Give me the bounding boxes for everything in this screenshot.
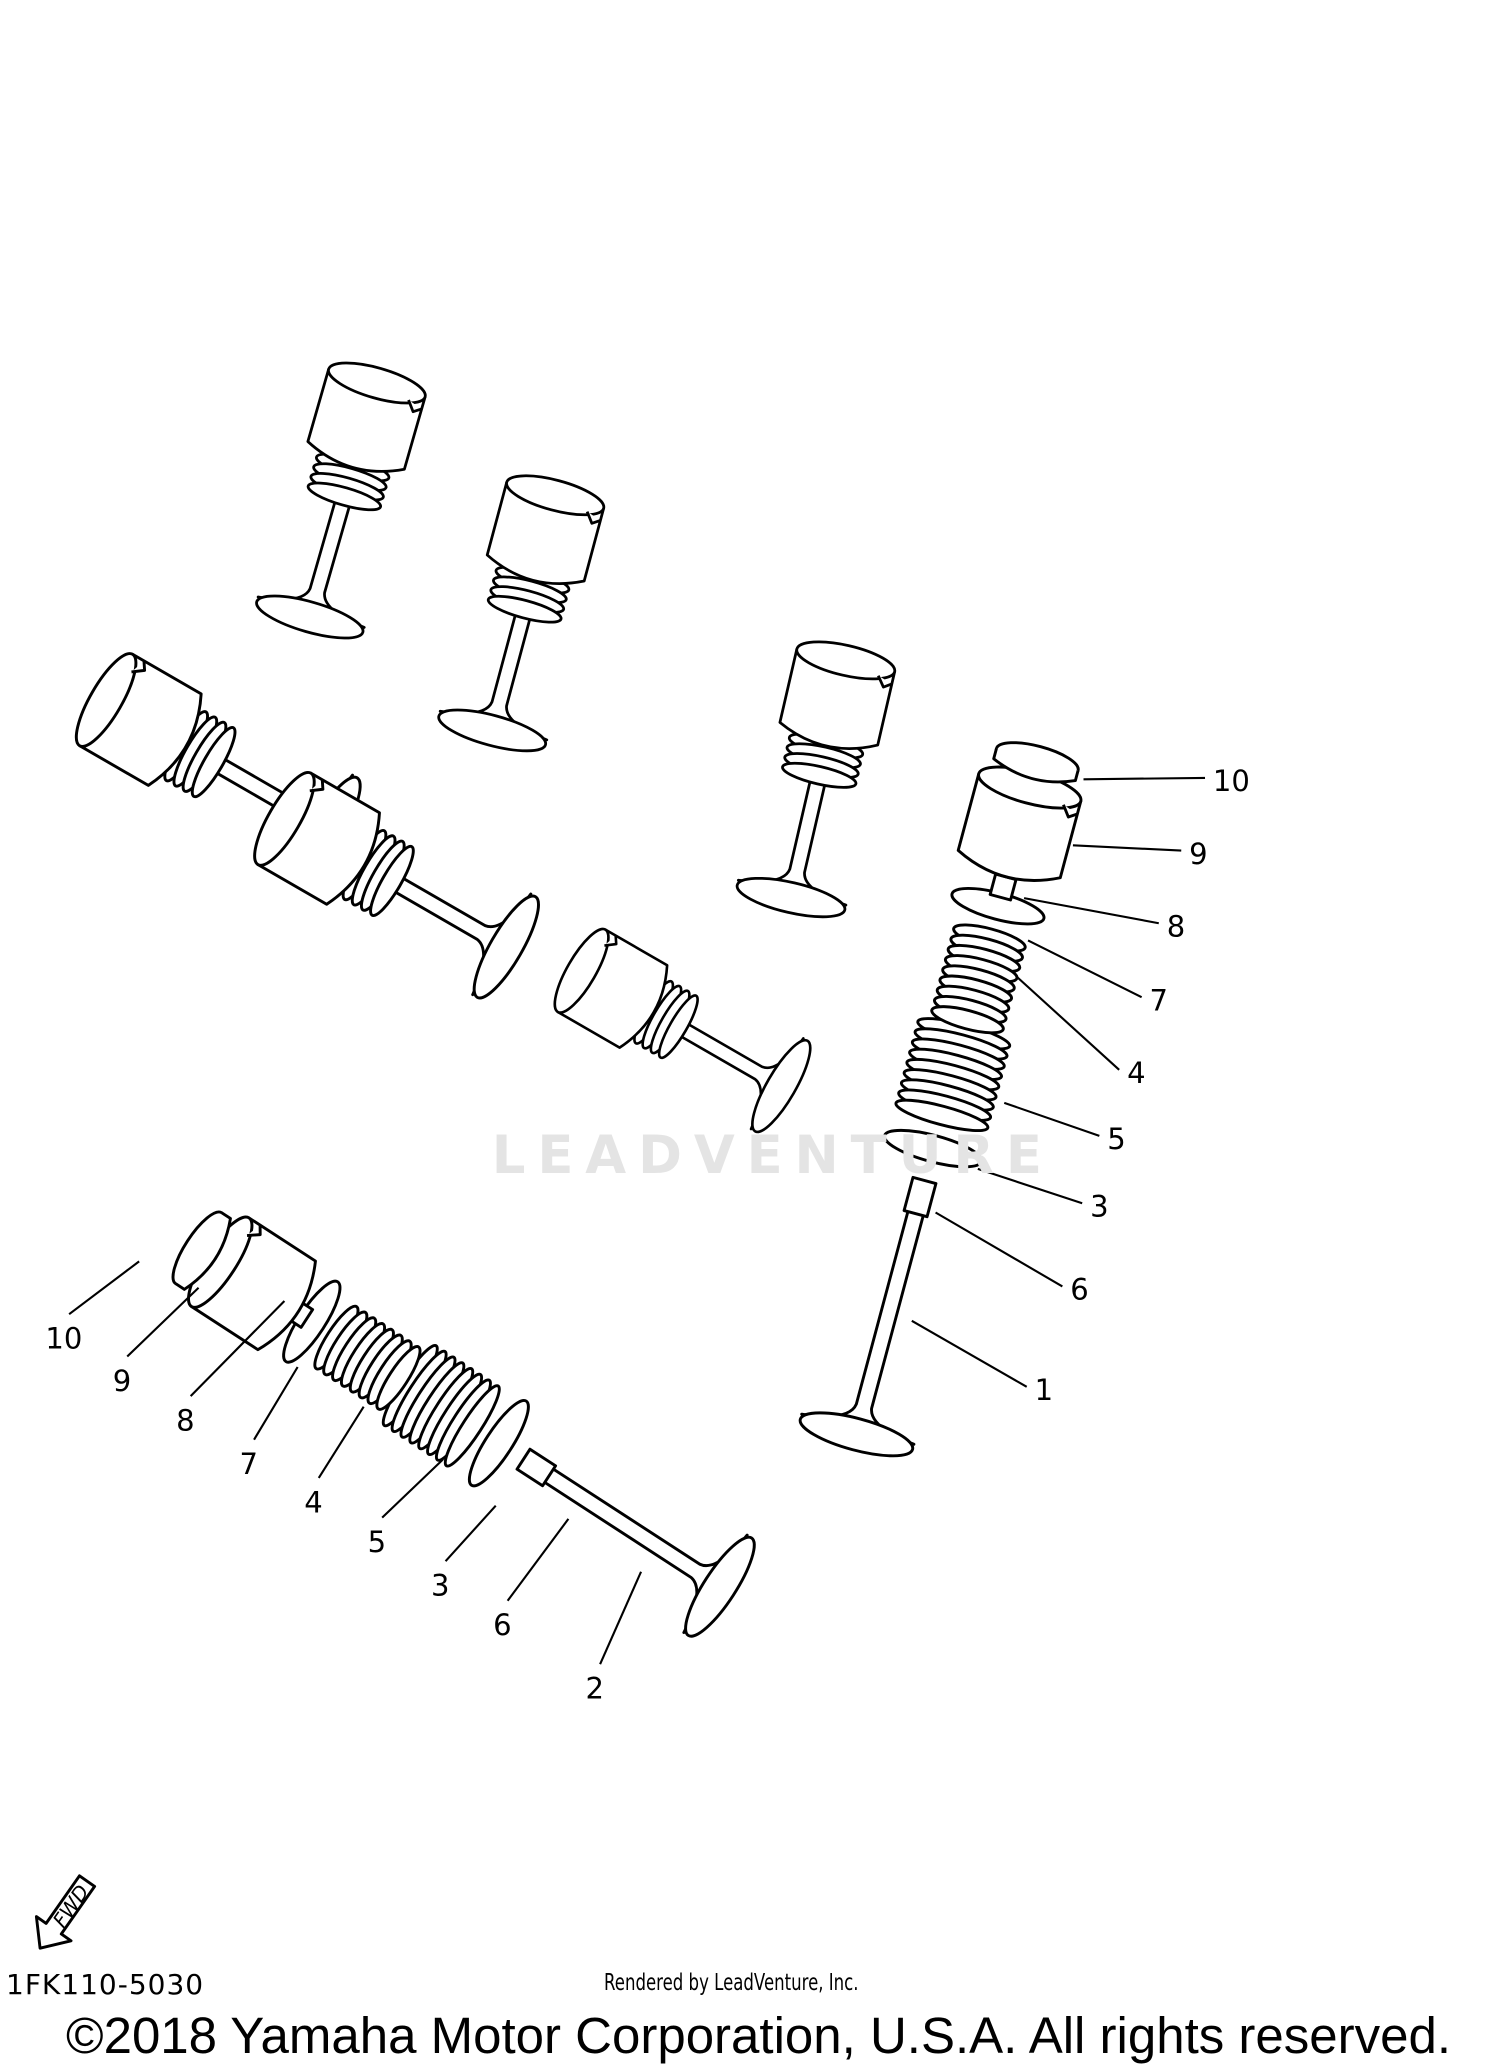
part-callout-4[interactable]: 4 (304, 1485, 322, 1519)
part-callout-8[interactable]: 8 (1167, 909, 1185, 943)
watermark: LEADVENTURE (492, 1125, 1054, 1186)
leader-line (126, 1287, 200, 1358)
valve-assembly-1 (255, 361, 427, 640)
part-callout-2[interactable]: 2 (586, 1672, 604, 1706)
copyright-notice: ©2018 Yamaha Motor Corporation, U.S.A. A… (66, 2007, 1452, 2064)
part-callout-7[interactable]: 7 (1150, 983, 1168, 1017)
part-callout-5[interactable]: 5 (368, 1525, 386, 1559)
valve-assembly-3 (735, 640, 897, 919)
leader-line (1003, 1101, 1100, 1137)
leader-line (1072, 844, 1182, 852)
fwd-arrow-icon: FWD (34, 1874, 97, 1950)
part-callout-3[interactable]: 3 (1090, 1189, 1108, 1223)
valve-assembly-5 (253, 771, 540, 1000)
valve-assembly-6 (553, 927, 812, 1134)
leader-line (253, 1366, 299, 1441)
leader-line (381, 1458, 444, 1519)
part-callout-3[interactable]: 3 (431, 1569, 449, 1603)
valve-assembly-4 (74, 652, 362, 881)
valve-assembly-2 (437, 474, 606, 753)
diagram-code: 1FK110-5030 (6, 1968, 205, 2001)
leader-line (1083, 776, 1206, 781)
leader-line (68, 1260, 140, 1316)
leader-line (935, 1211, 1063, 1288)
part-callout-6[interactable]: 6 (1070, 1273, 1088, 1307)
leader-line (599, 1571, 643, 1665)
leader-line (444, 1504, 497, 1562)
part-callout-10[interactable]: 10 (1213, 764, 1250, 798)
part-callout-6[interactable]: 6 (493, 1608, 511, 1642)
leader-line (1027, 939, 1143, 999)
exploded-exhaust-valve (798, 741, 1083, 1458)
leader-line (189, 1300, 286, 1397)
exploded-intake-valve (171, 1210, 756, 1638)
part-callout-1[interactable]: 1 (1035, 1373, 1053, 1407)
part-callout-5[interactable]: 5 (1107, 1122, 1125, 1156)
leader-line (977, 1167, 1083, 1205)
part-callout-10[interactable]: 10 (45, 1322, 82, 1356)
leader-line (911, 1319, 1028, 1388)
part-callout-9[interactable]: 9 (1189, 837, 1207, 871)
part-callout-4[interactable]: 4 (1127, 1056, 1145, 1090)
part-callout-9[interactable]: 9 (113, 1364, 131, 1398)
leader-line (1023, 897, 1159, 925)
part-callout-7[interactable]: 7 (240, 1447, 258, 1481)
leader-line (317, 1406, 365, 1479)
rendered-by-credit: Rendered by LeadVenture, Inc. (604, 1970, 859, 1996)
leader-line (1016, 976, 1120, 1071)
part-callout-8[interactable]: 8 (176, 1403, 194, 1437)
leader-line (506, 1518, 570, 1602)
